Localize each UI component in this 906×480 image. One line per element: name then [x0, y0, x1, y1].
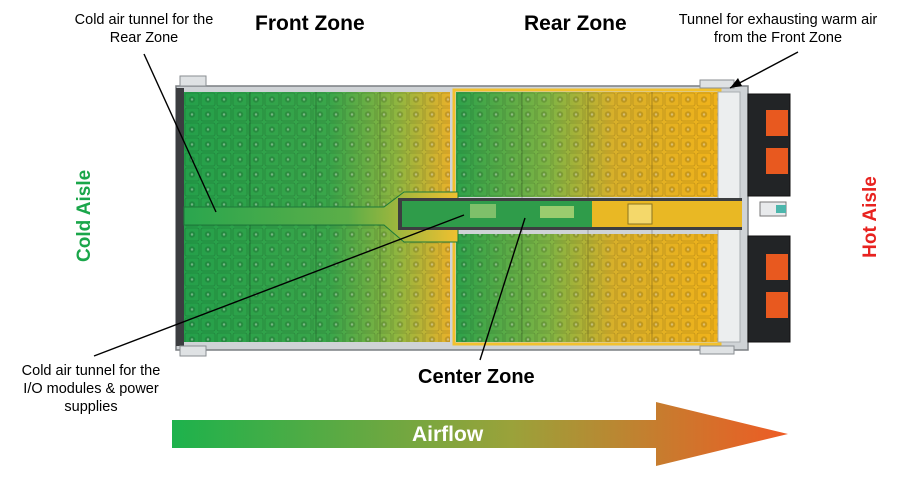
warm-tunnel-front-line-1: Tunnel for exhausting warm air: [678, 12, 878, 28]
rear-zone-drives: [452, 88, 722, 346]
cold-tunnel-io-line-2: I/O modules & power: [23, 381, 159, 397]
rear-io-modules: [747, 93, 791, 343]
warm-tunnel-front-line-2: from the Front Zone: [713, 30, 843, 46]
cold-tunnel-io-callout: Cold air tunnel for the I/O modules & po…: [6, 362, 176, 416]
airflow-label: Airflow: [412, 423, 484, 446]
cold-tunnel-io-line-3: supplies: [64, 399, 118, 415]
cold-tunnel-rear-callout: Cold air tunnel for the Rear Zone: [54, 11, 234, 47]
warm-tunnel-arrowhead: [730, 78, 742, 88]
front-zone-label: Front Zone: [255, 12, 365, 35]
front-zone-drives: [184, 92, 450, 342]
hot-aisle-label: Hot Aisle: [860, 176, 881, 258]
cold-air-tunnel: [183, 191, 742, 243]
center-zone-label: Center Zone: [418, 366, 535, 388]
cold-tunnel-io-line-1: Cold air tunnel for the: [21, 363, 161, 379]
cold-tunnel-rear-line-1: Cold air tunnel for the: [74, 12, 214, 28]
callout-lines: [93, 51, 799, 361]
cold-aisle-label: Cold Aisle: [74, 169, 95, 262]
airflow-arrow: [172, 402, 788, 466]
rear-zone-label: Rear Zone: [524, 12, 627, 35]
warm-tunnel-front-callout: Tunnel for exhausting warm air from the …: [668, 11, 888, 47]
cold-tunnel-rear-line-2: Rear Zone: [109, 30, 179, 46]
